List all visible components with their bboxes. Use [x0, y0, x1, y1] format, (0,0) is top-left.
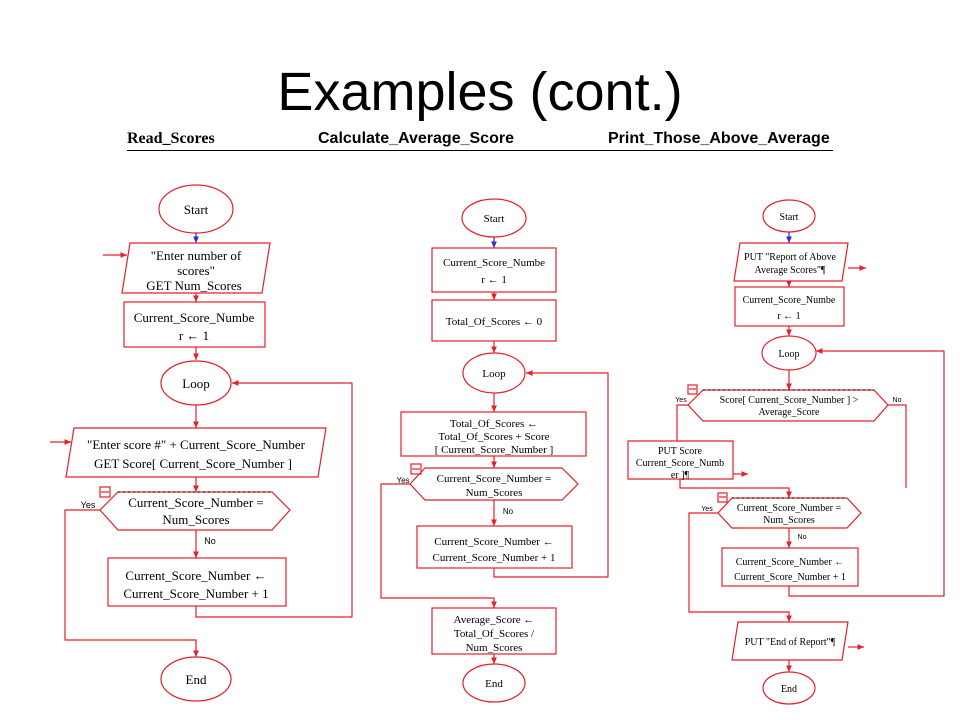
yes-label: Yes	[675, 397, 687, 404]
prompt-line-2: scores"	[177, 263, 215, 278]
compare-line-1: Score[ Current_Score_Number ] >	[720, 395, 859, 406]
condition-line-1: Current_Score_Number =	[737, 503, 842, 514]
compare-line-2: Average_Score	[759, 407, 820, 418]
average-line-3: Num_Scores	[466, 642, 523, 654]
heading-read-scores: Read_Scores	[127, 130, 215, 147]
loop-label: Loop	[778, 349, 799, 360]
condition-line-1: Current_Score_Number =	[437, 473, 552, 485]
print-above-text: Start PUT "Report of Above Average Score…	[636, 212, 902, 695]
increment-process-box	[721, 547, 859, 587]
condition-line-2: Num_Scores	[466, 487, 523, 499]
average-line-2: Total_Of_Scores /	[454, 628, 535, 640]
no-label: No	[503, 507, 514, 516]
total-init-label: Total_Of_Scores ← 0	[446, 316, 543, 328]
heading-underline	[127, 150, 833, 151]
no-label-2: No	[798, 534, 807, 541]
init-line-1: Current_Score_Numbe	[743, 295, 836, 306]
end-report-parallelogram	[731, 621, 849, 661]
end-report-label: PUT "End of Report"¶	[745, 637, 836, 648]
prompt-line-3: GET Num_Scores	[146, 278, 241, 293]
end-terminal	[160, 656, 232, 702]
condition-line-1: Current_Score_Number =	[128, 495, 264, 510]
loop-label: Loop	[482, 368, 506, 380]
init-line-1: Current_Score_Numbe	[134, 310, 255, 325]
flowchart-read-scores	[50, 184, 353, 702]
init-line-2: r ← 1	[481, 274, 507, 286]
increment-line-1: Current_Score_Number ←	[434, 536, 553, 548]
start-label: Start	[184, 202, 209, 217]
input-parallelogram	[121, 242, 271, 294]
score-input-parallelogram	[65, 427, 327, 478]
end-terminal	[462, 663, 526, 703]
calculate-average-text: Start Current_Score_Numbe r ← 1 Total_Of…	[396, 213, 555, 690]
end-label: End	[186, 672, 207, 687]
start-label: Start	[780, 212, 799, 223]
condition-line-2: Num_Scores	[763, 515, 815, 526]
score-prompt-line-2: GET Score[ Current_Score_Number ]	[94, 456, 292, 471]
increment-process-box	[107, 557, 287, 607]
increment-line-2: Current_Score_Number + 1	[734, 572, 846, 583]
score-prompt-line-1: "Enter score #" + Current_Score_Number	[87, 437, 306, 452]
end-terminal	[762, 671, 816, 705]
end-label: End	[781, 684, 797, 695]
score-output-line-3: er ]¶	[671, 470, 690, 481]
accumulate-line-3: [ Current_Score_Number ]	[435, 444, 554, 456]
yes-label: Yes	[81, 500, 96, 510]
no-label: No	[204, 536, 216, 546]
decision-hexagon	[409, 467, 579, 501]
yes-label-2: Yes	[701, 506, 713, 513]
increment-line-1: Current_Score_Number ←	[125, 568, 266, 583]
heading-calculate-average: Calculate_Average_Score	[318, 130, 514, 147]
end-label: End	[485, 678, 503, 690]
flowchart-print-above-average	[627, 199, 945, 705]
header-output-line-2: Average Scores"¶	[755, 265, 826, 276]
heading-print-above-average: Print_Those_Above_Average	[608, 130, 830, 147]
output-score-parallelogram	[627, 440, 734, 480]
start-label: Start	[484, 213, 505, 225]
init-line-2: r ← 1	[777, 311, 800, 322]
header-output-line-1: PUT "Report of Above	[744, 252, 837, 263]
no-label: No	[893, 397, 902, 404]
loop-label: Loop	[182, 376, 209, 391]
init-line-1: Current_Score_Numbe	[443, 257, 545, 269]
output-parallelogram	[733, 242, 849, 282]
accumulate-line-2: Total_Of_Scores + Score	[438, 431, 549, 443]
prompt-line-1: "Enter number of	[151, 248, 242, 263]
condition-line-2: Num_Scores	[162, 512, 229, 527]
increment-line-2: Current_Score_Number + 1	[433, 552, 556, 564]
slide-title: Examples (cont.)	[277, 62, 683, 122]
increment-line-2: Current_Score_Number + 1	[123, 586, 268, 601]
init-process-box	[123, 301, 266, 348]
score-output-line-1: PUT Score	[658, 446, 703, 457]
yes-label: Yes	[396, 476, 409, 485]
increment-line-1: Current_Score_Number ←	[736, 557, 845, 568]
score-output-line-2: Current_Score_Numb	[636, 458, 724, 469]
average-line-1: Average_Score ←	[454, 614, 535, 626]
accumulate-line-1: Total_Of_Scores ←	[450, 418, 538, 430]
init-line-2: r ← 1	[179, 328, 209, 343]
flowchart-calculate-average	[380, 198, 609, 703]
read-scores-text: Start "Enter number of scores" GET Num_S…	[81, 202, 306, 687]
